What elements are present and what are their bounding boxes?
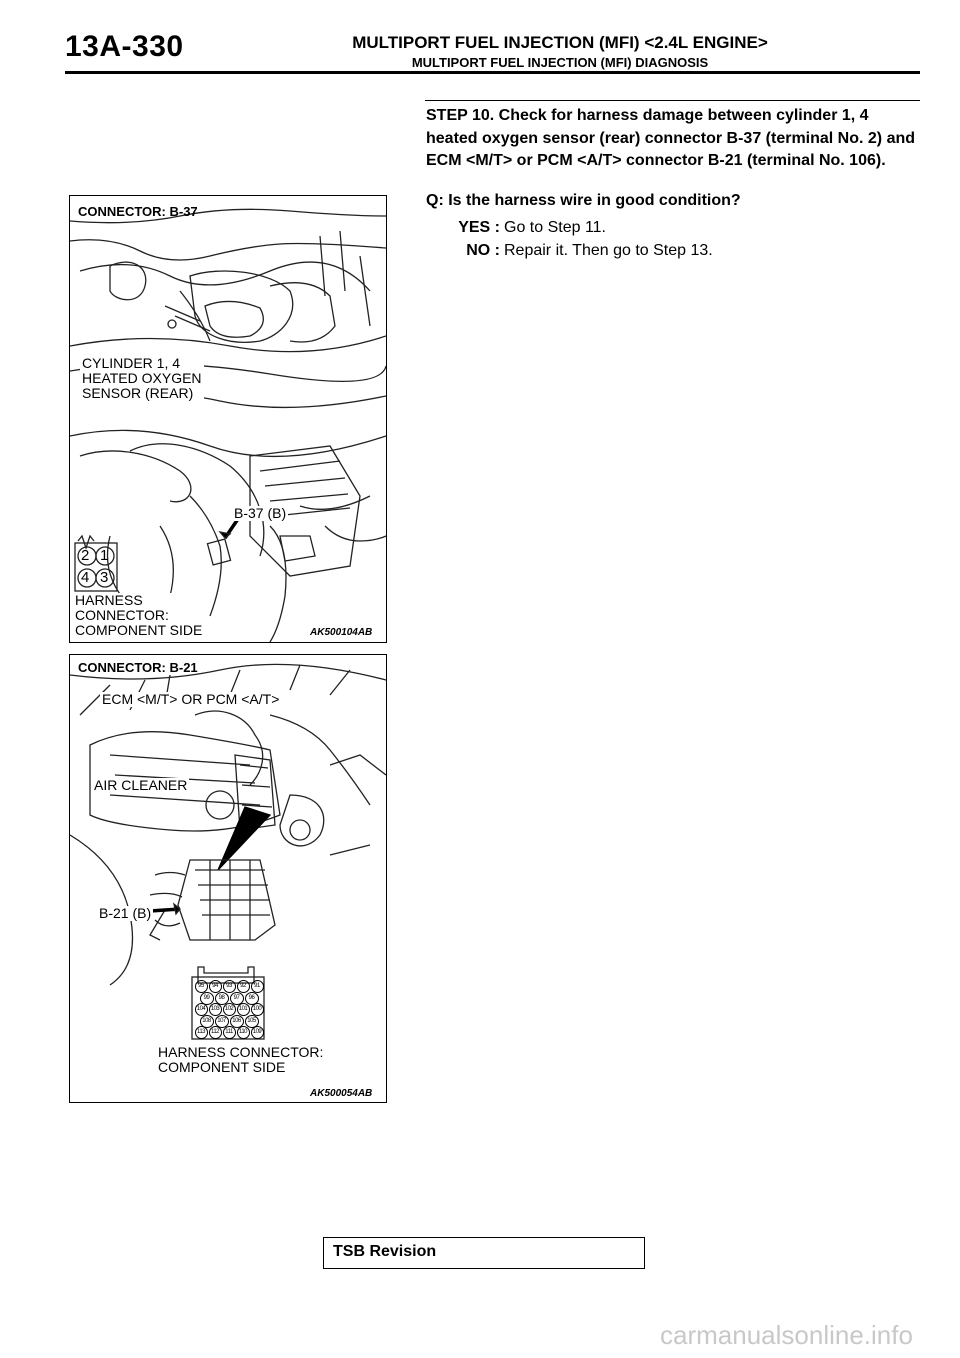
harness-label: HARNESS CONNECTOR: COMPONENT SIDE xyxy=(75,592,203,638)
pin-4: 4 xyxy=(81,569,90,586)
engine-bay-illustration xyxy=(70,663,386,1040)
watermark-text: carmanualsonline.info xyxy=(660,1320,913,1350)
pin-cell: 98 xyxy=(214,991,229,1005)
ecm-label: ECM <M/T> OR PCM <A/T> xyxy=(100,691,282,707)
pin-cell: 106 xyxy=(229,1014,244,1028)
engine-illustration xyxy=(70,208,386,642)
yes-answer: YES :Go to Step 11. xyxy=(453,219,606,237)
pin-cell: 91 xyxy=(250,980,264,993)
yes-text: Go to Step 11. xyxy=(504,219,606,236)
pin-cell: 95 xyxy=(194,980,208,993)
pin-1: 1 xyxy=(100,547,109,564)
pin-2: 2 xyxy=(81,547,90,564)
connector-title: CONNECTOR: B-21 xyxy=(78,660,198,675)
no-label: NO : xyxy=(466,242,500,259)
no-text: Repair it. Then go to Step 13. xyxy=(504,242,713,259)
step-heading: STEP 10. Check for harness damage betwee… xyxy=(426,107,916,169)
footer-text: TSB Revision xyxy=(333,1243,437,1260)
pin-cell: 94 xyxy=(208,980,222,993)
section-subtitle: MULTIPORT FUEL INJECTION (MFI) DIAGNOSIS xyxy=(411,55,709,70)
pin-cell: 111 xyxy=(222,1026,236,1039)
pin-cell: 97 xyxy=(229,991,244,1005)
figure-b37-connector: CONNECTOR: B-37 CYLINDER 1, 4 HEATED OXY… xyxy=(69,195,387,643)
pin-cell: 113 xyxy=(194,1026,208,1039)
sensor-label: CYLINDER 1, 4 HEATED OXYGEN SENSOR (REAR… xyxy=(80,355,204,401)
page-number: 13A-330 xyxy=(65,30,184,63)
figure-b21-connector: CONNECTOR: B-21 ECM <M/T> OR PCM <A/T> A… xyxy=(69,654,387,1103)
pin-cell: 93 xyxy=(222,980,236,993)
callout-label: B-21 (B) xyxy=(97,905,154,921)
pin-cell: 105 xyxy=(244,1014,259,1028)
pin-cell: 110 xyxy=(236,1026,250,1039)
step-rule xyxy=(425,100,920,101)
figure-code: AK500054AB xyxy=(310,1088,373,1099)
yes-label: YES : xyxy=(458,219,500,236)
pin-cell: 104 xyxy=(194,1003,208,1016)
pin-cell: 96 xyxy=(244,991,259,1005)
pin-cell: 102 xyxy=(222,1003,236,1016)
callout-label: B-37 (B) xyxy=(232,505,289,521)
pin-cell: 108 xyxy=(199,1014,214,1028)
pin-cell: 92 xyxy=(236,980,250,993)
connector-title: CONNECTOR: B-37 xyxy=(78,204,198,219)
pin-cell: 109 xyxy=(250,1026,264,1039)
air-cleaner-label: AIR CLEANER xyxy=(92,777,190,793)
no-answer: NO :Repair it. Then go to Step 13. xyxy=(453,242,713,260)
pin-cell: 112 xyxy=(208,1026,222,1039)
pin-cell: 99 xyxy=(199,991,214,1005)
pin-cell: 101 xyxy=(236,1003,250,1016)
question-text: Q: Is the harness wire in good condition… xyxy=(426,192,741,209)
harness-label: HARNESS CONNECTOR: COMPONENT SIDE xyxy=(158,1044,324,1075)
pin-cell: 107 xyxy=(214,1014,229,1028)
header-rule xyxy=(65,71,920,74)
section-title: MULTIPORT FUEL INJECTION (MFI) <2.4L ENG… xyxy=(352,33,768,52)
figure-code: AK500104AB xyxy=(310,627,373,638)
pin-cell: 100 xyxy=(250,1003,264,1016)
pin-3: 3 xyxy=(100,569,109,586)
pin-cell: 103 xyxy=(208,1003,222,1016)
footer-box xyxy=(323,1237,645,1269)
